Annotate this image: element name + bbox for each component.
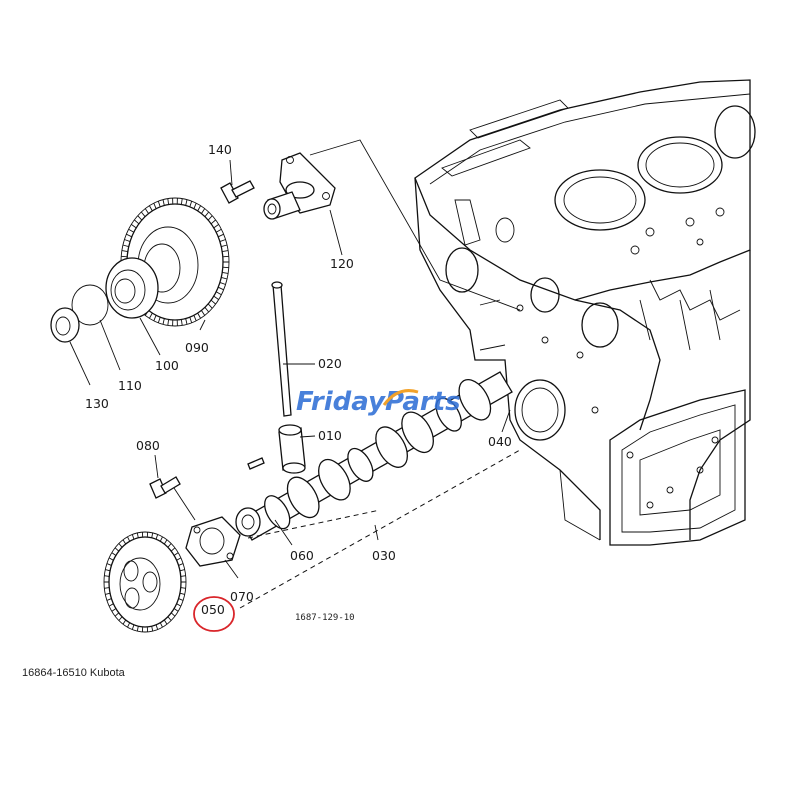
label-110: 110 xyxy=(118,378,142,393)
part-100-hub xyxy=(105,257,159,319)
part-140-bolt xyxy=(220,180,255,204)
part-labels: 140 120 090 100 110 130 020 010 080 040 … xyxy=(85,142,512,623)
cam-lobe xyxy=(401,411,434,454)
label-020: 020 xyxy=(318,356,342,371)
label-050: 050 xyxy=(201,602,225,617)
caption: 16864-16510 Kubota xyxy=(22,667,125,679)
label-060: 060 xyxy=(290,548,314,563)
watermark-part1: Friday xyxy=(296,387,386,417)
gear-tooth-outline xyxy=(103,531,187,633)
label-130: 130 xyxy=(85,396,109,411)
cam-lobe xyxy=(375,426,408,468)
cam-lobe xyxy=(435,397,462,432)
gear-teeth xyxy=(104,532,186,632)
watermark-part2: Parts xyxy=(385,387,461,417)
part-020-push-rod xyxy=(271,281,292,417)
part-060-stopper xyxy=(235,507,261,537)
part-130-collar xyxy=(50,307,80,343)
cam-lobe xyxy=(264,495,291,530)
part-010-tappet xyxy=(247,424,306,474)
label-040: 040 xyxy=(488,434,512,449)
part-070-plate xyxy=(185,516,241,567)
part-110-snap-ring xyxy=(71,284,109,326)
part-120-bracket xyxy=(263,152,336,220)
cam-lobe xyxy=(347,447,374,482)
cam-lobe xyxy=(286,476,320,519)
label-090: 090 xyxy=(185,340,209,355)
cam-lobe xyxy=(318,458,351,501)
label-010: 010 xyxy=(318,428,342,443)
label-070: 070 xyxy=(230,589,254,604)
label-080: 080 xyxy=(136,438,160,453)
label-140: 140 xyxy=(208,142,232,157)
label-120: 120 xyxy=(330,256,354,271)
highlight-circle-050 xyxy=(193,596,235,632)
watermark: FridayParts xyxy=(296,387,461,417)
label-030: 030 xyxy=(372,548,396,563)
part-030-camshaft xyxy=(239,371,513,541)
watermark-swoosh xyxy=(382,389,419,406)
leader-lines xyxy=(69,139,521,609)
engine-block xyxy=(414,79,756,546)
part-050-cam-gear xyxy=(103,531,187,633)
part-080-bolt xyxy=(149,476,181,499)
figure-code: 1687-129-10 xyxy=(295,613,355,623)
label-100: 100 xyxy=(155,358,179,373)
cam-lobe xyxy=(458,379,492,421)
